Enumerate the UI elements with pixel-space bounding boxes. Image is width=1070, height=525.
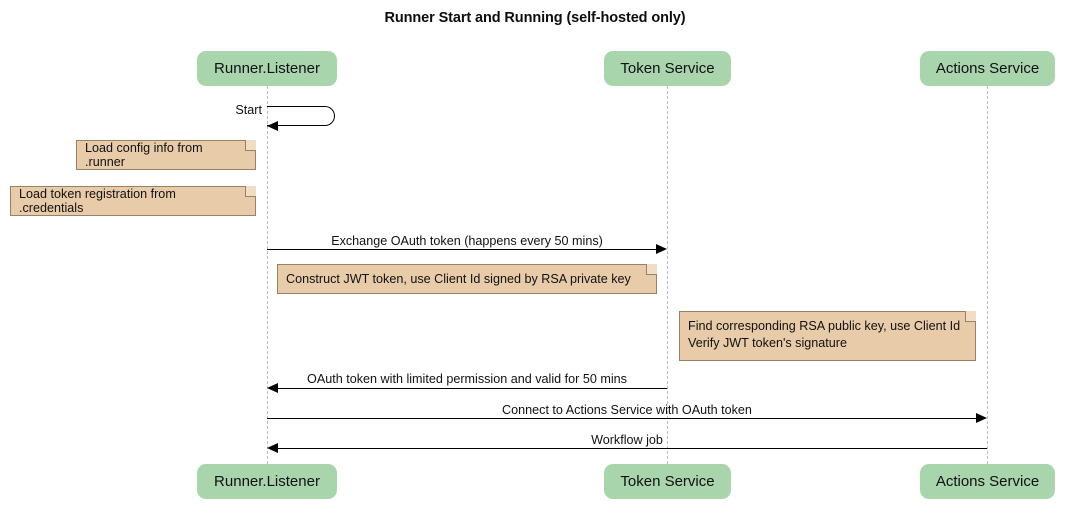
note-verify-jwt: Find corresponding RSA public key, use C…: [679, 311, 976, 361]
message-label-workflow: Workflow job: [591, 433, 663, 447]
participant-actions-top[interactable]: Actions Service: [920, 51, 1055, 86]
message-line-oauth-return: [278, 388, 667, 389]
note-text-line-1: Find corresponding RSA public key, use C…: [688, 319, 961, 333]
message-line-workflow: [278, 448, 987, 449]
message-self-start: [267, 106, 335, 126]
message-label-start: Start: [235, 103, 262, 117]
arrowhead-workflow: [267, 442, 278, 453]
participant-label: Runner.Listener: [214, 473, 320, 490]
participant-token-top[interactable]: Token Service: [604, 51, 731, 86]
message-label-connect: Connect to Actions Service with OAuth to…: [502, 403, 752, 417]
participant-label: Actions Service: [935, 60, 1040, 77]
note-load-config: Load config info from .runner: [76, 140, 256, 170]
participant-label: Token Service: [620, 473, 715, 490]
participant-label: Runner.Listener: [214, 60, 320, 77]
note-dogear-icon: [245, 186, 256, 197]
participant-token-bottom[interactable]: Token Service: [604, 464, 731, 499]
lifeline-actions: [987, 86, 988, 464]
note-text: Load config info from .runner: [85, 141, 203, 169]
note-load-credentials: Load token registration from .credential…: [10, 186, 256, 216]
note-dogear-icon: [965, 311, 976, 322]
note-dogear-icon: [245, 140, 256, 151]
page-title: Runner Start and Running (self-hosted on…: [384, 10, 686, 26]
message-line-exchange: [267, 249, 657, 250]
message-line-connect: [267, 418, 977, 419]
lifeline-runner: [267, 86, 268, 464]
note-construct-jwt: Construct JWT token, use Client Id signe…: [277, 264, 657, 294]
note-text: Construct JWT token, use Client Id signe…: [286, 272, 631, 286]
note-text-line-2: Verify JWT token's signature: [688, 335, 847, 350]
note-text: Load token registration from .credential…: [19, 187, 176, 215]
arrowhead-exchange: [656, 243, 667, 254]
message-label-oauth-return: OAuth token with limited permission and …: [307, 372, 627, 386]
participant-runner-bottom[interactable]: Runner.Listener: [197, 464, 337, 499]
participant-label: Token Service: [620, 60, 715, 77]
arrowhead-connect: [976, 412, 987, 423]
note-dogear-icon: [646, 264, 657, 275]
arrowhead-start: [267, 120, 278, 131]
participant-label: Actions Service: [935, 473, 1040, 490]
participant-runner-top[interactable]: Runner.Listener: [197, 51, 337, 86]
arrowhead-oauth-return: [267, 382, 278, 393]
message-label-exchange: Exchange OAuth token (happens every 50 m…: [331, 234, 603, 248]
participant-actions-bottom[interactable]: Actions Service: [920, 464, 1055, 499]
lifeline-token: [667, 86, 668, 464]
